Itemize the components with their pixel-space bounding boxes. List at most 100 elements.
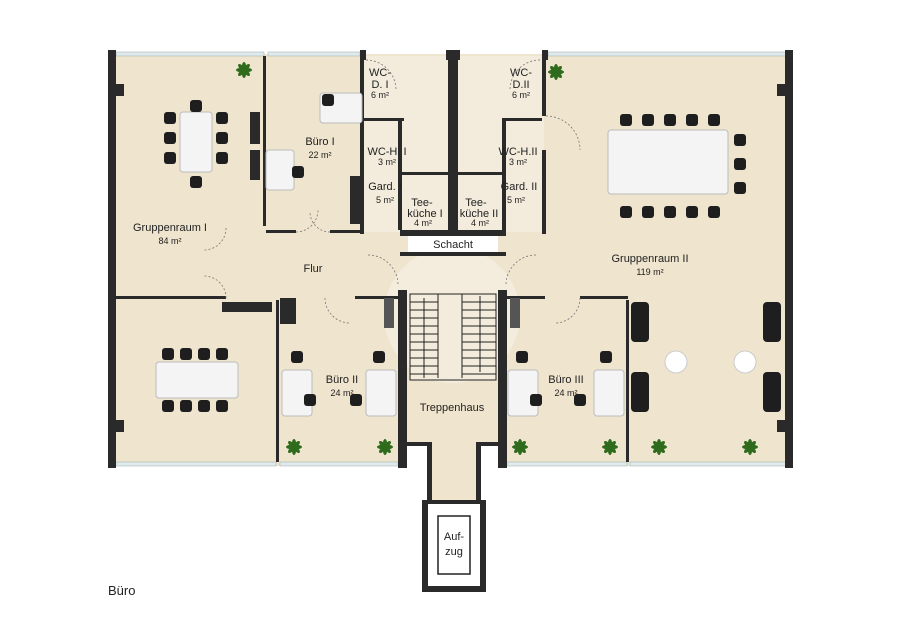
room-name-buero-3: Büro III bbox=[548, 374, 583, 386]
chair bbox=[322, 94, 334, 106]
plant-icon bbox=[236, 62, 252, 78]
chair bbox=[620, 206, 632, 218]
chair bbox=[620, 114, 632, 126]
chair bbox=[198, 348, 210, 360]
room-name-buero-1: Büro I bbox=[305, 136, 334, 148]
room-name-wc-d-1-b: D. I bbox=[371, 79, 388, 91]
armchair bbox=[631, 372, 649, 412]
plant-icon bbox=[548, 64, 564, 80]
chair bbox=[216, 132, 228, 144]
room-area-gard-2: 5 m² bbox=[507, 195, 525, 205]
walls bbox=[108, 50, 793, 592]
furniture bbox=[155, 92, 781, 417]
chair bbox=[686, 206, 698, 218]
room-area-gruppenraum-2: 119 m² bbox=[636, 267, 663, 277]
room-name-teekueche-1-b: küche I bbox=[407, 208, 442, 220]
plant-icon bbox=[377, 439, 393, 455]
door-swings bbox=[203, 59, 581, 324]
table bbox=[365, 369, 397, 417]
plant-icon bbox=[742, 439, 758, 455]
table bbox=[593, 369, 625, 417]
chair bbox=[600, 351, 612, 363]
chair bbox=[530, 394, 542, 406]
table bbox=[265, 149, 295, 191]
room-name-wc-d-2-a: WC- bbox=[510, 67, 532, 79]
armchair bbox=[763, 372, 781, 412]
room-name-treppenhaus: Treppenhaus bbox=[420, 402, 485, 414]
room-area-wc-d-2: 6 m² bbox=[512, 90, 530, 100]
room-name-wc-h-1: WC-H. I bbox=[367, 146, 406, 158]
plant-icon bbox=[512, 439, 528, 455]
room-area-gruppenraum-1: 84 m² bbox=[158, 236, 181, 246]
room-name-aufzug-a: Auf- bbox=[444, 531, 465, 543]
chair bbox=[664, 206, 676, 218]
room-area-wc-h-2: 3 m² bbox=[509, 157, 527, 167]
room-name-aufzug-b: zug bbox=[445, 546, 463, 558]
chair bbox=[162, 400, 174, 412]
room-name-gruppenraum-1: Gruppenraum I bbox=[133, 222, 207, 234]
chair bbox=[373, 351, 385, 363]
room-area-teekueche-1: 4 m² bbox=[414, 218, 432, 228]
staircase bbox=[409, 293, 497, 381]
chair bbox=[216, 348, 228, 360]
chair bbox=[216, 112, 228, 124]
round-table bbox=[664, 350, 688, 374]
chair bbox=[216, 152, 228, 164]
room-area-buero-2: 24 m² bbox=[330, 388, 353, 398]
room-labels: Gruppenraum I 84 m² Büro I 22 m² WC- D. … bbox=[133, 67, 689, 558]
room-name-flur: Flur bbox=[304, 263, 323, 275]
table bbox=[179, 111, 213, 173]
room-area-buero-1: 22 m² bbox=[308, 150, 331, 160]
chair bbox=[642, 114, 654, 126]
table bbox=[607, 129, 729, 195]
room-area-gard-1: 5 m² bbox=[376, 195, 394, 205]
table bbox=[155, 361, 239, 399]
plants bbox=[236, 62, 758, 455]
chair bbox=[198, 400, 210, 412]
chair bbox=[734, 158, 746, 170]
chair bbox=[686, 114, 698, 126]
room-name-wc-d-1-a: WC- bbox=[369, 67, 391, 79]
room-name-gruppenraum-2: Gruppenraum II bbox=[611, 253, 688, 265]
chair bbox=[162, 348, 174, 360]
plant-icon bbox=[286, 439, 302, 455]
chair bbox=[734, 134, 746, 146]
room-name-schacht: Schacht bbox=[433, 239, 473, 251]
round-table bbox=[733, 350, 757, 374]
chair bbox=[734, 182, 746, 194]
chair bbox=[350, 394, 362, 406]
chair bbox=[516, 351, 528, 363]
plan-caption: Büro bbox=[108, 583, 136, 598]
chair bbox=[216, 400, 228, 412]
chair bbox=[164, 132, 176, 144]
chair bbox=[708, 114, 720, 126]
room-name-buero-2: Büro II bbox=[326, 374, 358, 386]
room-area-wc-h-1: 3 m² bbox=[378, 157, 396, 167]
room-name-gard-2: Gard. II bbox=[501, 181, 538, 193]
chair bbox=[164, 112, 176, 124]
room-area-teekueche-2: 4 m² bbox=[471, 218, 489, 228]
chair bbox=[180, 400, 192, 412]
room-area-wc-d-1: 6 m² bbox=[371, 90, 389, 100]
table bbox=[507, 369, 539, 417]
room-name-teekueche-1-a: Tee- bbox=[411, 197, 433, 209]
room-name-gard-1: Gard. I bbox=[368, 181, 402, 193]
armchair bbox=[631, 302, 649, 342]
chair bbox=[292, 166, 304, 178]
chair bbox=[574, 394, 586, 406]
chair bbox=[180, 348, 192, 360]
chair bbox=[190, 100, 202, 112]
plant-icon bbox=[602, 439, 618, 455]
armchair bbox=[763, 302, 781, 342]
room-name-wc-d-2-b: D.II bbox=[512, 79, 529, 91]
chair bbox=[664, 114, 676, 126]
chair bbox=[642, 206, 654, 218]
chair bbox=[190, 176, 202, 188]
chair bbox=[291, 351, 303, 363]
room-name-teekueche-2-b: küche II bbox=[460, 208, 499, 220]
plant-icon bbox=[651, 439, 667, 455]
chair bbox=[164, 152, 176, 164]
table bbox=[281, 369, 313, 417]
room-name-wc-h-2: WC-H.II bbox=[498, 146, 537, 158]
